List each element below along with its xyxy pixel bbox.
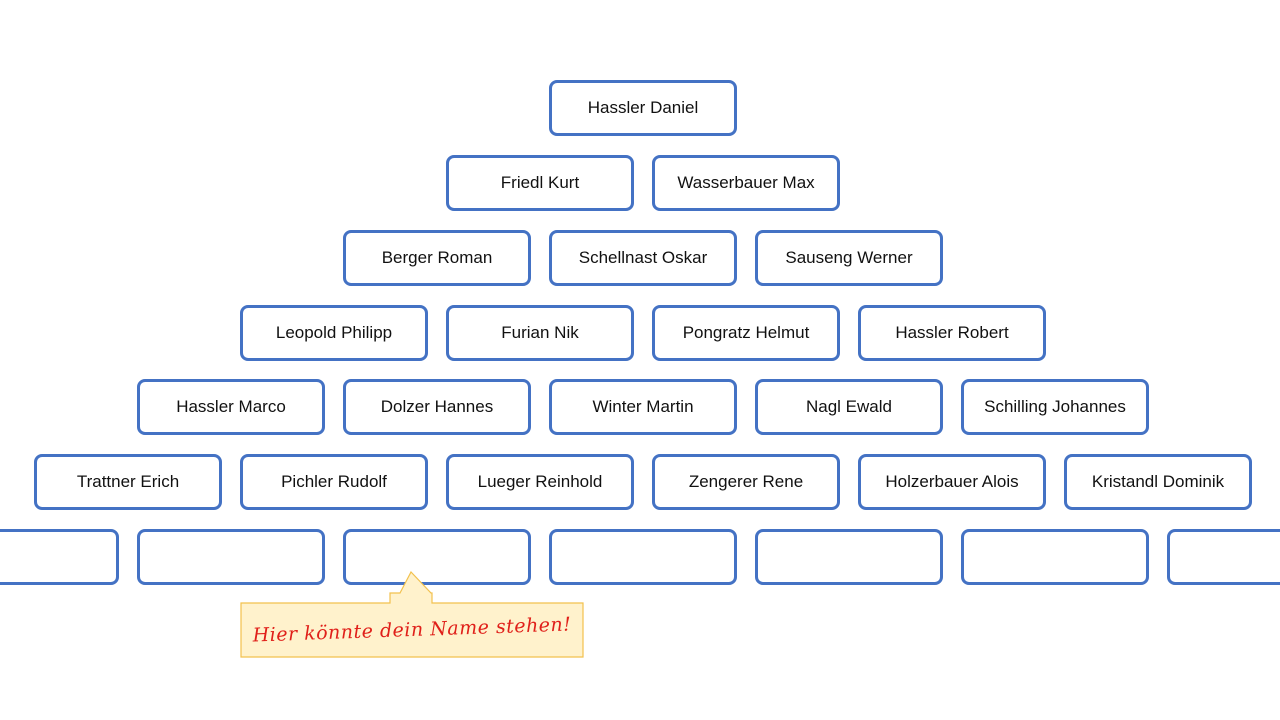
name-box: Schellnast Oskar [549,230,737,286]
empty-name-box [755,529,943,585]
name-box: Schilling Johannes [961,379,1149,435]
name-box: Leopold Philipp [240,305,428,361]
empty-name-box [343,529,531,585]
name-box: Berger Roman [343,230,531,286]
name-box: Kristandl Dominik [1064,454,1252,510]
empty-name-box [137,529,325,585]
name-box: Pongratz Helmut [652,305,840,361]
name-box: Lueger Reinhold [446,454,634,510]
empty-name-box [961,529,1149,585]
name-box: Wasserbauer Max [652,155,840,211]
name-box: Hassler Marco [137,379,325,435]
empty-name-box [0,529,119,585]
name-box: Sauseng Werner [755,230,943,286]
name-box: Nagl Ewald [755,379,943,435]
empty-name-box [549,529,737,585]
callout-bubble [240,571,584,658]
name-box: Winter Martin [549,379,737,435]
name-box: Hassler Daniel [549,80,737,136]
name-box: Hassler Robert [858,305,1046,361]
name-box: Pichler Rudolf [240,454,428,510]
name-box: Friedl Kurt [446,155,634,211]
name-box: Dolzer Hannes [343,379,531,435]
name-box: Furian Nik [446,305,634,361]
empty-name-box [1167,529,1280,585]
name-box: Zengerer Rene [652,454,840,510]
name-box: Trattner Erich [34,454,222,510]
name-box: Holzerbauer Alois [858,454,1046,510]
